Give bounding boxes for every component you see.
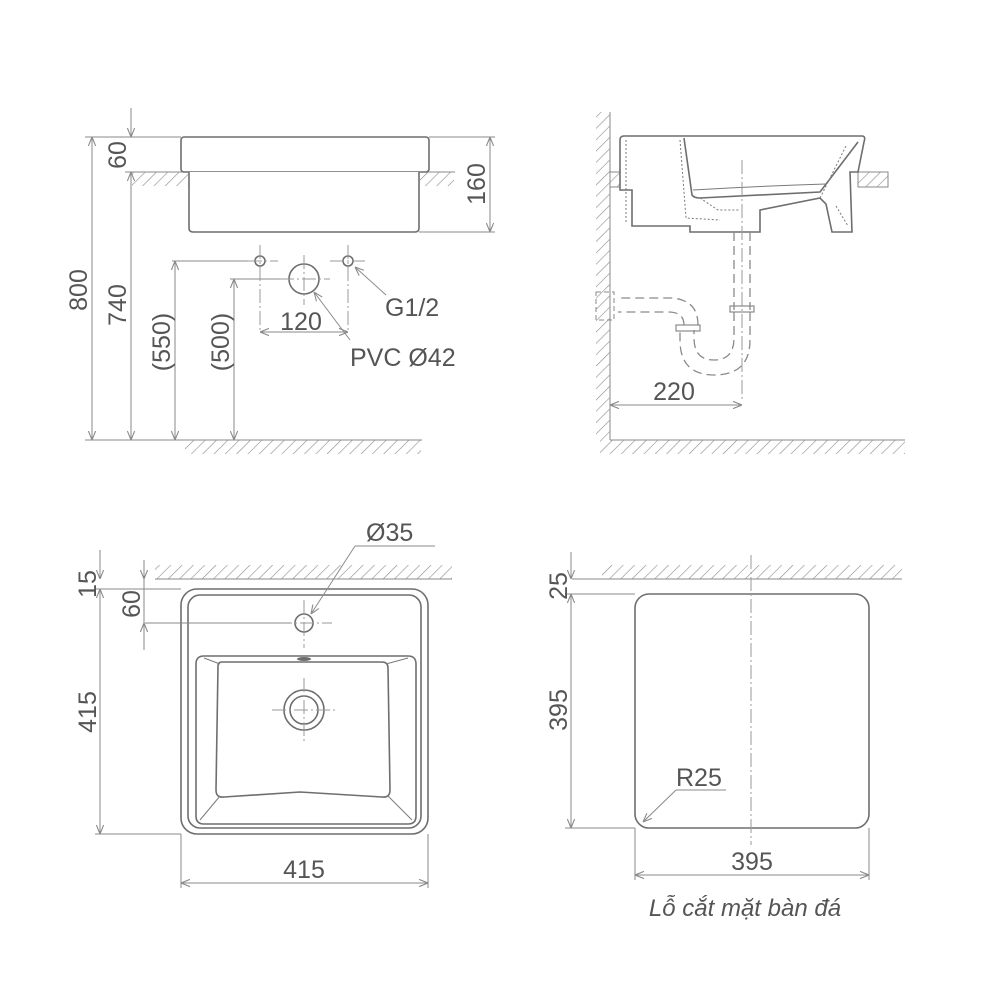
dim-depth-top: 415 <box>74 691 102 733</box>
top-plan-view: 15 415 60 415 Ø35 <box>74 519 452 888</box>
countertop-cutout-view: 25 395 395 R25 Lỗ cắt mặt bàn đá <box>545 552 902 922</box>
dim-wall-gap-cutout: 25 <box>545 572 573 600</box>
dim-depth-cutout: 395 <box>545 689 573 731</box>
dim-wall-gap-top: 15 <box>74 570 102 598</box>
counter-hatch-left <box>125 171 190 186</box>
label-supply-g12: G1/2 <box>385 294 439 322</box>
label-tap-hole-diameter: Ø35 <box>366 519 413 547</box>
basin-body <box>188 172 420 233</box>
dim-supply-height: (550) <box>148 313 176 371</box>
floor-hatch <box>90 439 422 454</box>
dim-total-height: 800 <box>65 269 93 311</box>
counter-hatch-right <box>418 171 455 186</box>
dim-supply-spacing: 120 <box>280 308 322 336</box>
basin-bowl <box>195 655 417 825</box>
front-elevation-view: 800 740 60 160 (550) (500) <box>65 108 495 454</box>
dim-width-cutout: 395 <box>731 848 773 876</box>
supply-connection-right <box>330 245 365 330</box>
wall-hatch-top <box>155 565 452 580</box>
cutout-outline <box>634 593 870 829</box>
basin-rim <box>180 136 430 173</box>
dim-waste-height: (500) <box>207 313 235 371</box>
dim-counter-height: 740 <box>104 284 132 326</box>
dim-rim-above-counter: 60 <box>104 141 132 169</box>
drain-outlet <box>272 678 336 742</box>
dim-trap-to-wall: 220 <box>653 378 695 406</box>
dim-tap-hole-offset: 60 <box>118 590 146 618</box>
side-section-view: 220 <box>595 112 905 454</box>
label-corner-radius: R25 <box>676 764 722 792</box>
dim-width-top: 415 <box>283 856 325 884</box>
supply-connection-left <box>248 245 278 330</box>
cutout-caption: Lỗ cắt mặt bàn đá <box>649 894 841 922</box>
tap-hole <box>278 600 332 648</box>
waste-connection <box>280 255 330 305</box>
overflow-slot <box>297 657 311 661</box>
wall-hatch-cutout <box>572 565 902 580</box>
dim-basin-depth: 160 <box>463 163 491 205</box>
label-waste-pvc: PVC Ø42 <box>350 344 456 372</box>
wall-hatch <box>596 112 611 440</box>
floor-hatch-side <box>600 439 905 454</box>
